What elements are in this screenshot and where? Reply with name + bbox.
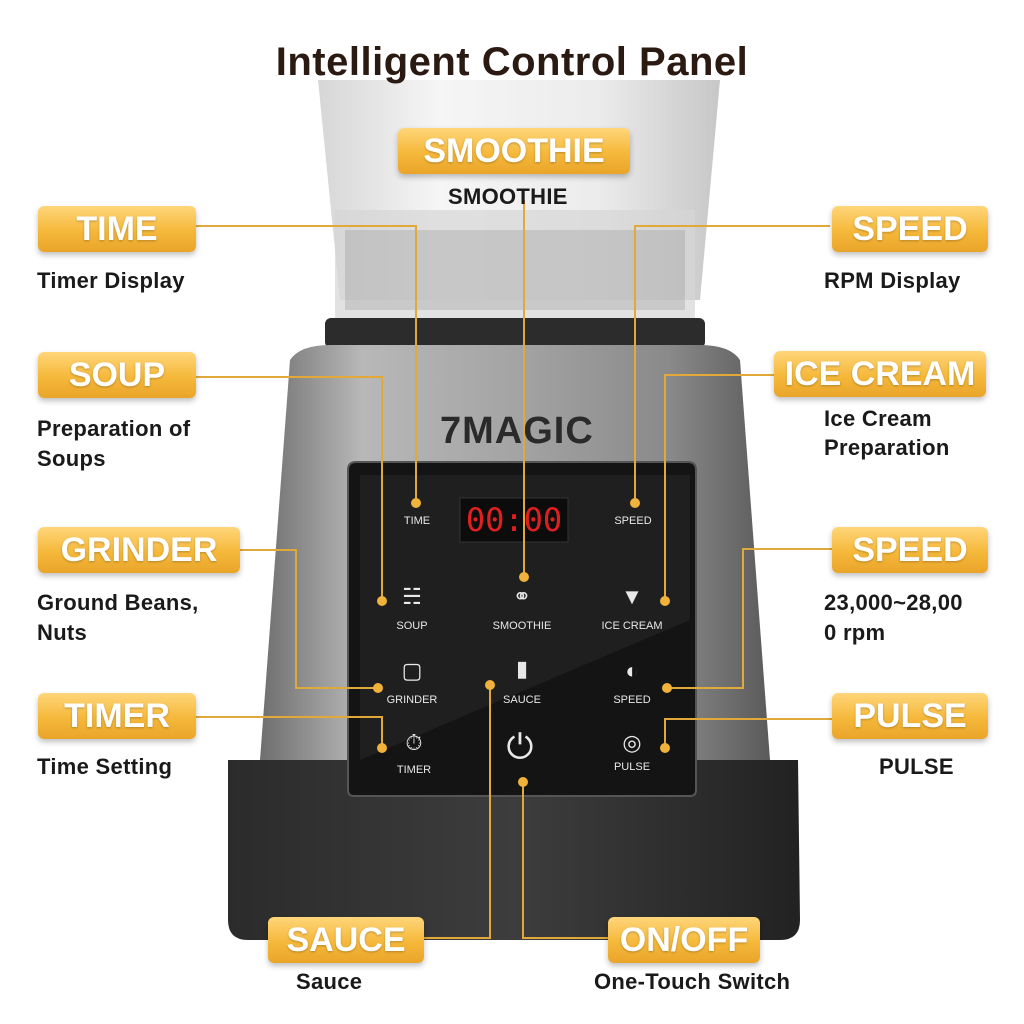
badge-grinder: GRINDER	[38, 527, 240, 573]
desc-ice-cream-line2: Preparation	[824, 435, 950, 460]
desc-sauce: Sauce	[296, 969, 363, 994]
desc-speed-mid-line2: 0 rpm	[824, 620, 886, 645]
pulse-icon[interactable]: ◎	[622, 730, 642, 755]
brand-logo: 7MAGIC	[440, 410, 594, 452]
desc-grinder-line2: Nuts	[37, 620, 88, 645]
smoothie-fruit-icon[interactable]: ⚭	[512, 584, 532, 609]
page-title: Intelligent Control Panel	[275, 40, 749, 84]
badge-timer: TIMER	[38, 693, 196, 739]
panel-label-sauce: SAUCE	[503, 694, 541, 706]
desc-smoothie: SMOOTHIE	[448, 184, 568, 209]
badge-sauce: SAUCE	[268, 917, 424, 963]
desc-pulse: PULSE	[879, 754, 954, 779]
speed-gauge-icon[interactable]: ◐	[625, 658, 639, 683]
panel-label-speed-top: SPEED	[614, 515, 652, 527]
panel-label-speed: SPEED	[613, 694, 651, 706]
panel-label-smoothie: SMOOTHIE	[492, 620, 552, 632]
panel-label-grinder: GRINDER	[386, 694, 438, 706]
desc-timer: Time Setting	[37, 754, 173, 779]
badge-speed-mid: SPEED	[832, 527, 988, 573]
desc-ice-cream-line1: Ice Cream	[824, 406, 932, 431]
panel-label-pulse: PULSE	[613, 761, 651, 773]
badge-smoothie: SMOOTHIE	[398, 128, 630, 174]
badge-ice-cream: ICE CREAM	[774, 351, 986, 397]
desc-grinder-line1: Ground Beans,	[37, 590, 199, 615]
panel-label-soup: SOUP	[396, 620, 428, 632]
sauce-bottle-icon[interactable]: ▮	[515, 656, 529, 681]
desc-time: Timer Display	[37, 268, 185, 293]
grinder-icon[interactable]: ▢	[401, 658, 423, 683]
desc-soup-line2: Soups	[37, 446, 106, 471]
badge-time: TIME	[38, 206, 196, 252]
desc-speed-top: RPM Display	[824, 268, 961, 293]
badge-speed-top: SPEED	[832, 206, 988, 252]
desc-speed-mid-line1: 23,000~28,00	[824, 590, 963, 615]
panel-label-time: TIME	[403, 515, 431, 527]
stopwatch-icon[interactable]: ⏱	[405, 730, 423, 755]
badge-onoff: ON/OFF	[608, 917, 760, 963]
badge-soup: SOUP	[38, 352, 196, 398]
ice-cream-icon[interactable]: ▼	[621, 584, 643, 609]
timer-display: 00:00	[465, 501, 563, 539]
desc-soup-line1: Preparation of	[37, 416, 191, 441]
badge-pulse: PULSE	[832, 693, 988, 739]
panel-label-timer: TIMER	[396, 764, 432, 776]
panel-label-ice-cream: ICE CREAM	[601, 620, 663, 632]
power-icon[interactable]: ⏻	[506, 728, 534, 766]
desc-onoff: One-Touch Switch	[594, 969, 791, 994]
soup-bowl-icon[interactable]: ☵	[402, 584, 422, 609]
